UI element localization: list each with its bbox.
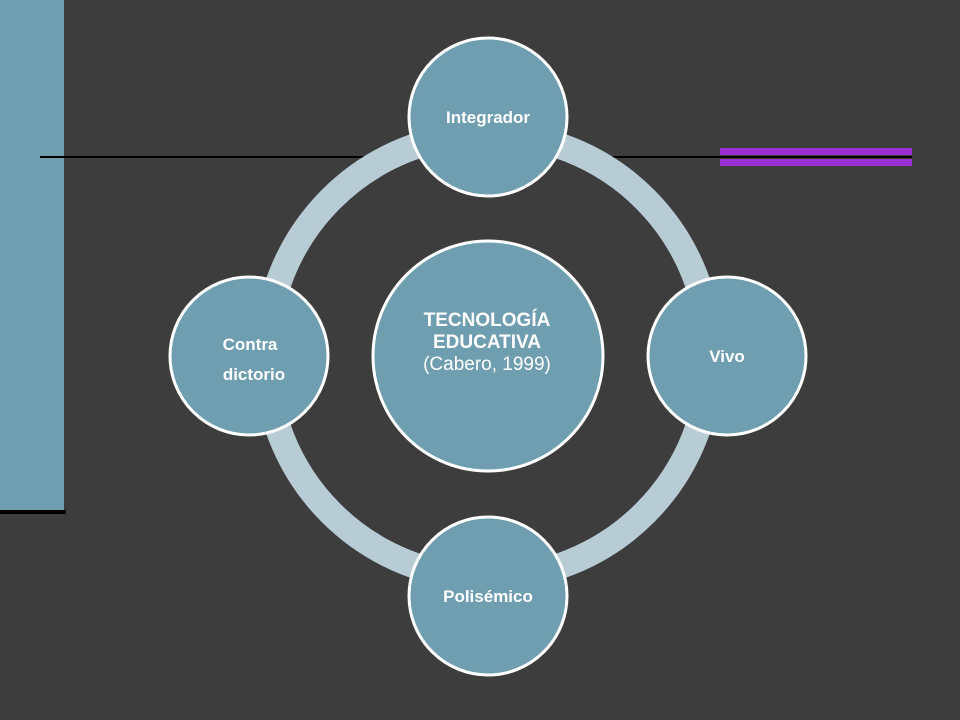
node-right <box>646 275 808 437</box>
node-left-label-line1: Contra <box>222 335 278 354</box>
node-right-label: Vivo <box>709 347 745 366</box>
accent-stripe-bottom <box>720 159 912 166</box>
center-title-line1: TECNOLOGÍA <box>423 310 551 331</box>
center-label: TECNOLOGÍA EDUCATIVA (Cabero, 1999) <box>372 310 602 376</box>
center-title-line2: EDUCATIVA <box>432 332 542 353</box>
left-decorative-bar <box>0 0 64 511</box>
node-left-label-line2: dictorio <box>222 365 286 384</box>
node-left <box>168 275 330 437</box>
node-left-label: Contra dictorio <box>185 330 315 390</box>
center-citation: (Cabero, 1999) <box>423 354 551 375</box>
node-top <box>407 36 569 198</box>
center-node <box>371 239 605 473</box>
node-top-label: Integrador <box>445 108 531 127</box>
accent-stripe-top <box>720 148 912 155</box>
node-bottom-label: Polisémico <box>443 587 533 606</box>
node-bottom <box>407 515 569 677</box>
left-bar-shadow <box>0 510 66 514</box>
